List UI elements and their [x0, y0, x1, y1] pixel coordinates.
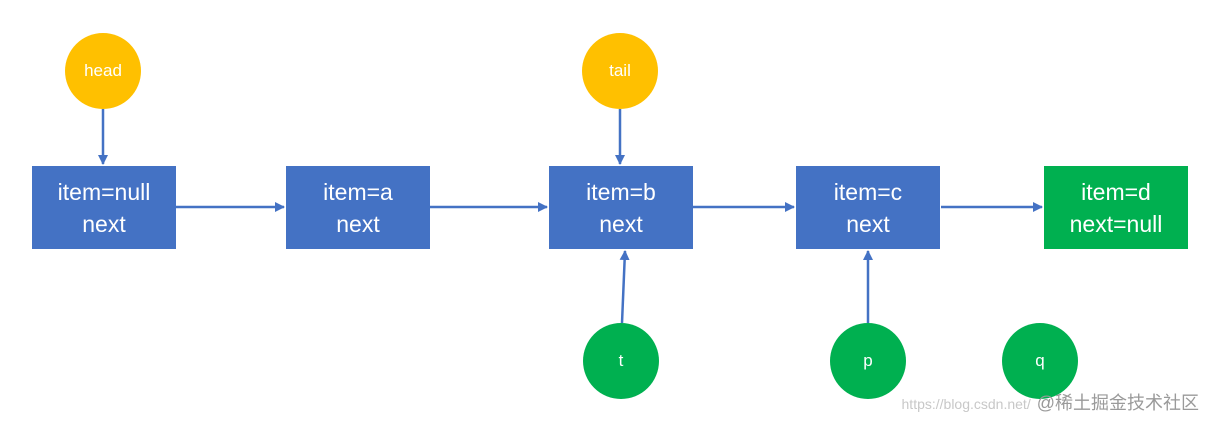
t-arrow [619, 250, 630, 324]
tail-pointer: tail [582, 33, 658, 109]
watermark: https://blog.csdn.net/ @稀土掘金技术社区 [902, 389, 1199, 415]
node-item-label: item=b [586, 178, 656, 205]
node-b: item=b next [549, 166, 693, 249]
node-null: item=null next [32, 166, 176, 249]
node-next-label: next [599, 210, 643, 237]
node-next-label: next [336, 210, 380, 237]
node-item-label: item=null [57, 178, 151, 205]
watermark-brand: @稀土掘金技术社区 [1036, 393, 1199, 413]
node-next-label: next [846, 210, 890, 237]
watermark-url: https://blog.csdn.net/ [901, 396, 1031, 412]
node-a: item=a next [286, 166, 430, 249]
node-item-label: item=c [833, 178, 903, 205]
node-next-label: next=null [1069, 210, 1163, 237]
node-c: item=c next [796, 166, 940, 249]
node-next-label: next [82, 210, 126, 237]
head-pointer: head [65, 33, 141, 109]
q-pointer: q [1002, 323, 1078, 399]
t-pointer: t [583, 323, 659, 399]
node-d: item=d next=null [1044, 166, 1188, 249]
p-pointer: p [830, 323, 906, 399]
node-item-label: item=d [1081, 178, 1151, 205]
node-item-label: item=a [323, 178, 393, 205]
